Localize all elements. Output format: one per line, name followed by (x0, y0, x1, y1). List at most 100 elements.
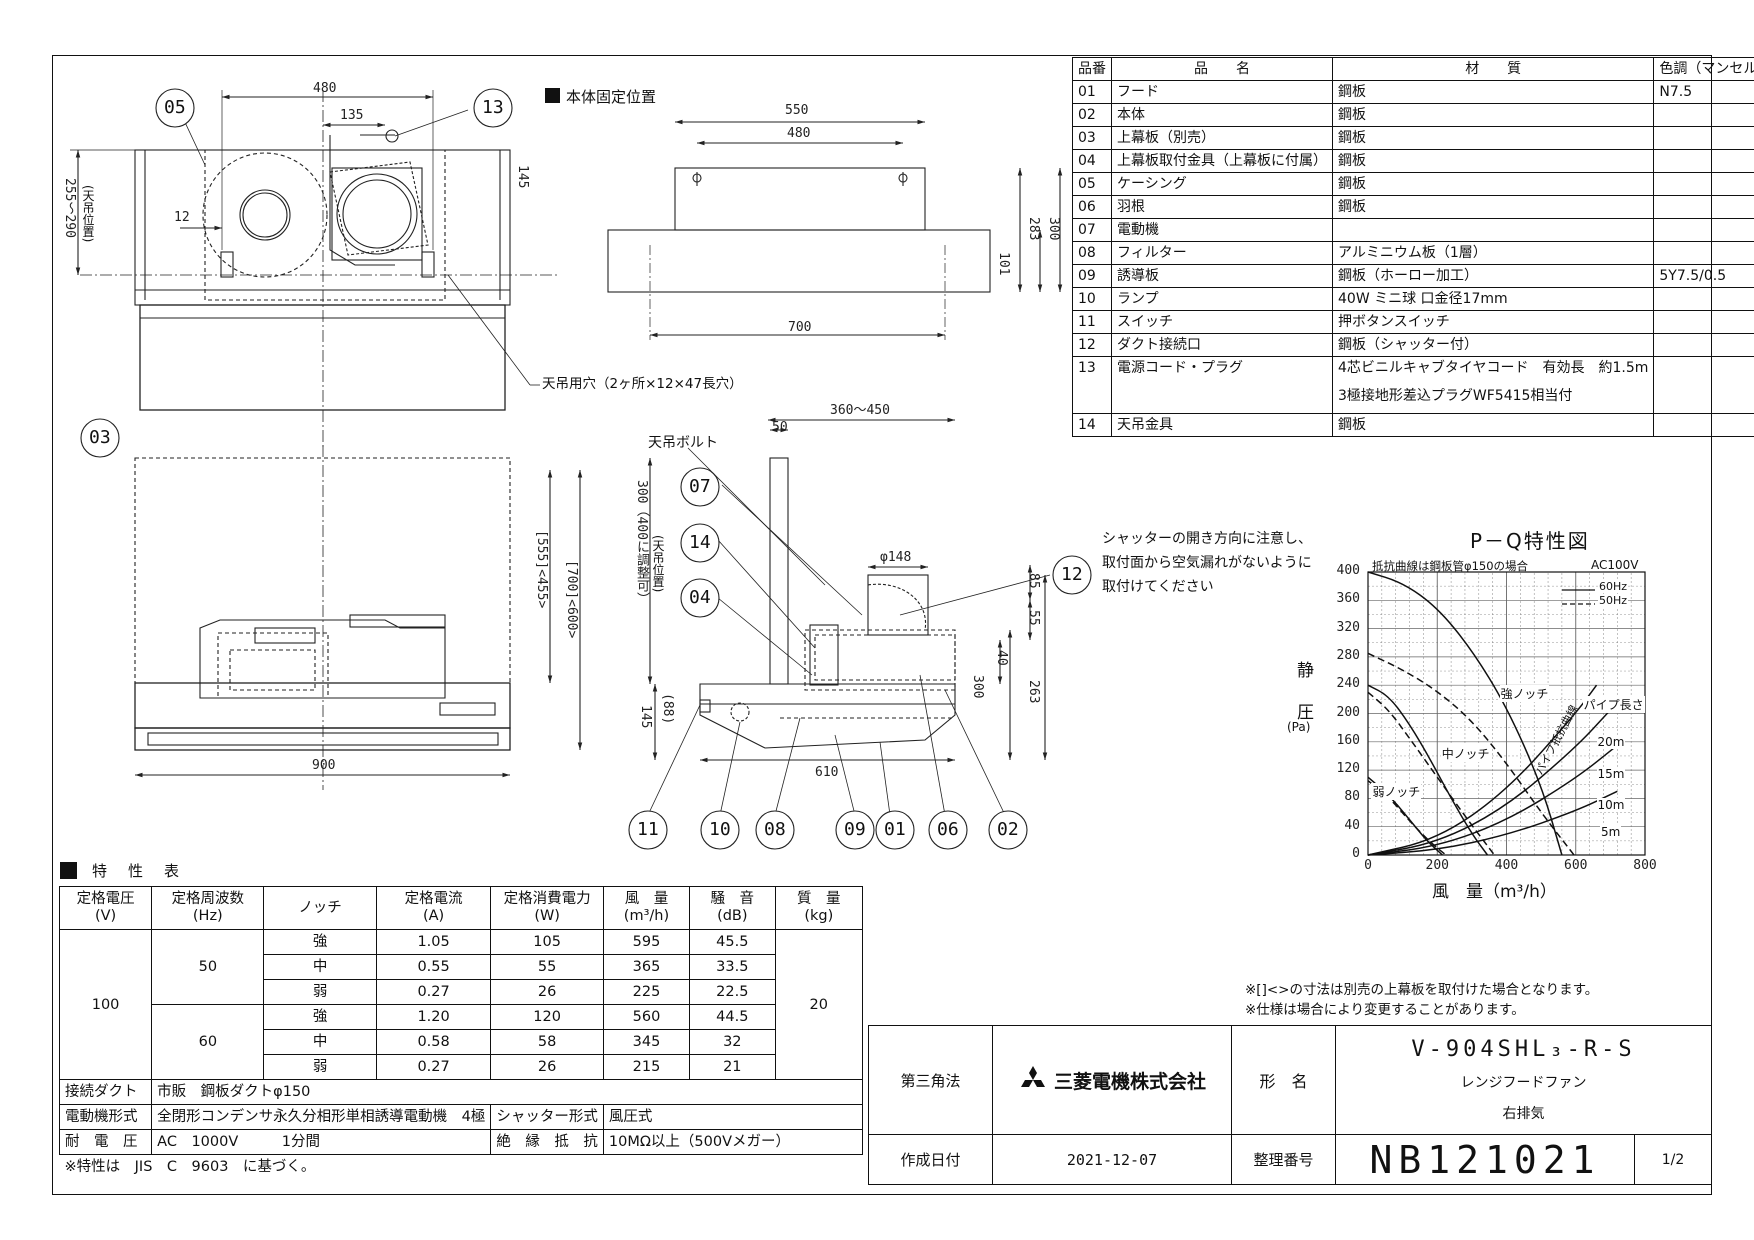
spec-header-0: 定格電圧(V) (58, 886, 153, 930)
parts-header-color: 色調（マンセル・近） (1653, 57, 1754, 81)
parts-cell-name: フード (1111, 80, 1333, 104)
motor-value: 全閉形コンデンサ永久分相形単相誘導電動機 4極 (151, 1104, 492, 1130)
spec-header-line: 質 量 (797, 891, 841, 907)
dim-300-mini: 300 (1046, 217, 1061, 241)
spec-cell: 中 (263, 1029, 377, 1055)
spec-frequency: 60 (151, 1004, 265, 1080)
fixed-position-legend: 本体固定位置 (566, 88, 657, 106)
chart-subtitle: 抵抗曲線は鋼板管φ150の場合 (1372, 559, 1529, 573)
dim-300-adjustable: 300（400に調整可） (634, 480, 649, 605)
hang-hole-note: 天吊用穴（2ヶ所×12×47長穴） (542, 376, 743, 392)
spec-cell: 0.58 (375, 1029, 492, 1055)
parts-cell-name: 天吊金具 (1111, 413, 1333, 437)
parts-cell-name: 誘導板 (1111, 264, 1333, 288)
spec-cell: 595 (602, 929, 691, 955)
spec-row: 接続ダクト市販 鋼板ダクトφ150 (58, 1079, 863, 1105)
spec-cell: 32 (689, 1029, 776, 1055)
parts-cell-material: 押ボタンスイッチ (1331, 310, 1655, 334)
y-tick-label: 240 (1336, 676, 1360, 692)
legend-label-60Hz: 60Hz (1598, 580, 1629, 593)
parts-cell-color (1653, 172, 1754, 196)
spec-header-line: (A) (422, 908, 445, 924)
chart-annotation: 20m (1596, 734, 1626, 749)
callout-14: 14 (689, 532, 711, 553)
spec-cell: 45.5 (689, 929, 776, 955)
spec-header-7: 質 量(kg) (774, 886, 864, 930)
spec-voltage: 100 (58, 929, 153, 1080)
parts-cell-no: 10 (1072, 287, 1112, 311)
spec-cell: 58 (490, 1029, 604, 1055)
y-tick-label: 360 (1336, 591, 1360, 607)
projection-method: 第三角法 (868, 1025, 993, 1135)
parts-cell-color: N7.5 (1653, 80, 1754, 104)
document-number: NB121021 (1335, 1134, 1635, 1185)
insulation-label: 絶 縁 抵 抗 (490, 1129, 604, 1155)
dim-900: 900 (312, 758, 336, 773)
spec-header-line: (Hz) (192, 908, 223, 924)
dim-480-top: 480 (313, 81, 337, 96)
parts-cell-no: 11 (1072, 310, 1112, 334)
spec-cell: 55 (490, 954, 604, 980)
y-tick-label: 400 (1336, 563, 1360, 578)
parts-header-material: 材 質 (1331, 57, 1655, 81)
parts-cell-no: 13 (1072, 356, 1112, 379)
callout-01: 01 (884, 819, 906, 840)
dim-480-mini: 480 (787, 126, 811, 141)
spec-cell: 26 (490, 1054, 604, 1080)
legend-label-50Hz: 50Hz (1598, 594, 1629, 607)
spec-frequency: 50 (151, 929, 265, 1005)
drawing-frame (52, 55, 1712, 1195)
parts-cell-color (1653, 241, 1754, 265)
parts-cell-color (1653, 379, 1754, 414)
dim-300-note: (天吊位置) (651, 535, 665, 593)
duct-value: 市販 鋼板ダクトφ150 (151, 1079, 863, 1105)
mitsubishi-logo-icon (1020, 1066, 1045, 1087)
chart-annotation: 強ノッチ (1499, 685, 1550, 703)
parts-cell-name: ランプ (1111, 287, 1333, 311)
parts-cell-color (1653, 413, 1754, 437)
parts-cell-material: 40W ミニ球 口金径17mm (1331, 287, 1655, 311)
parts-cell-material: アルミニウム板（1層） (1331, 241, 1655, 265)
chart-annotation: 15m (1596, 766, 1626, 781)
company-name: 三菱電機株式会社 (1053, 1070, 1206, 1093)
parts-cell-name (1111, 379, 1333, 414)
parts-cell-name: スイッチ (1111, 310, 1333, 334)
spec-header-line: 定格周波数 (171, 891, 245, 907)
parts-cell-material (1331, 218, 1655, 242)
parts-cell-material: 鋼板 (1331, 126, 1655, 150)
callout-02: 02 (997, 819, 1019, 840)
parts-cell-name: 上幕板（別売） (1111, 126, 1333, 150)
motor-label: 電動機形式 (58, 1104, 153, 1130)
chart-annotation: 5m (1599, 824, 1622, 839)
spec-cell: 1.05 (375, 929, 492, 955)
dim-hang: 255～290 (62, 178, 77, 238)
creation-date: 2021-12-07 (992, 1134, 1232, 1185)
spec-header-line: (V) (94, 908, 117, 924)
parts-cell-no: 03 (1072, 126, 1112, 150)
dim-360-450: 360～450 (830, 403, 890, 418)
spec-header-row: 定格電圧(V)定格周波数(Hz)ノッチ定格電流(A)定格消費電力(W)風 量(m… (58, 886, 864, 930)
y-tick-label: 200 (1336, 704, 1360, 720)
parts-cell-color (1653, 149, 1754, 173)
dim-700-mini: 700 (788, 320, 812, 335)
chart-xlabel: 風 量（m³/h） (1432, 882, 1557, 902)
y-tick-label: 40 (1344, 817, 1360, 833)
dim-135: 135 (340, 108, 364, 123)
shutter-note-3: 取付けてください (1102, 579, 1214, 595)
parts-header-name: 品 名 (1111, 57, 1333, 81)
parts-cell-color (1653, 287, 1754, 311)
dim-263: 263 (1026, 680, 1041, 704)
spec-header-6: 騒 音(dB) (689, 886, 776, 930)
parts-cell-material: 鋼板 (1331, 149, 1655, 173)
spec-title: 特 性 表 (92, 862, 183, 880)
shutter-note-2: 取付面から空気漏れがないように (1102, 555, 1312, 571)
parts-cell-name: 上幕板取付金具（上幕板に付属） (1111, 149, 1333, 173)
chart-ylabel-2: 圧 (1297, 703, 1314, 723)
spec-mass: 20 (774, 929, 864, 1080)
